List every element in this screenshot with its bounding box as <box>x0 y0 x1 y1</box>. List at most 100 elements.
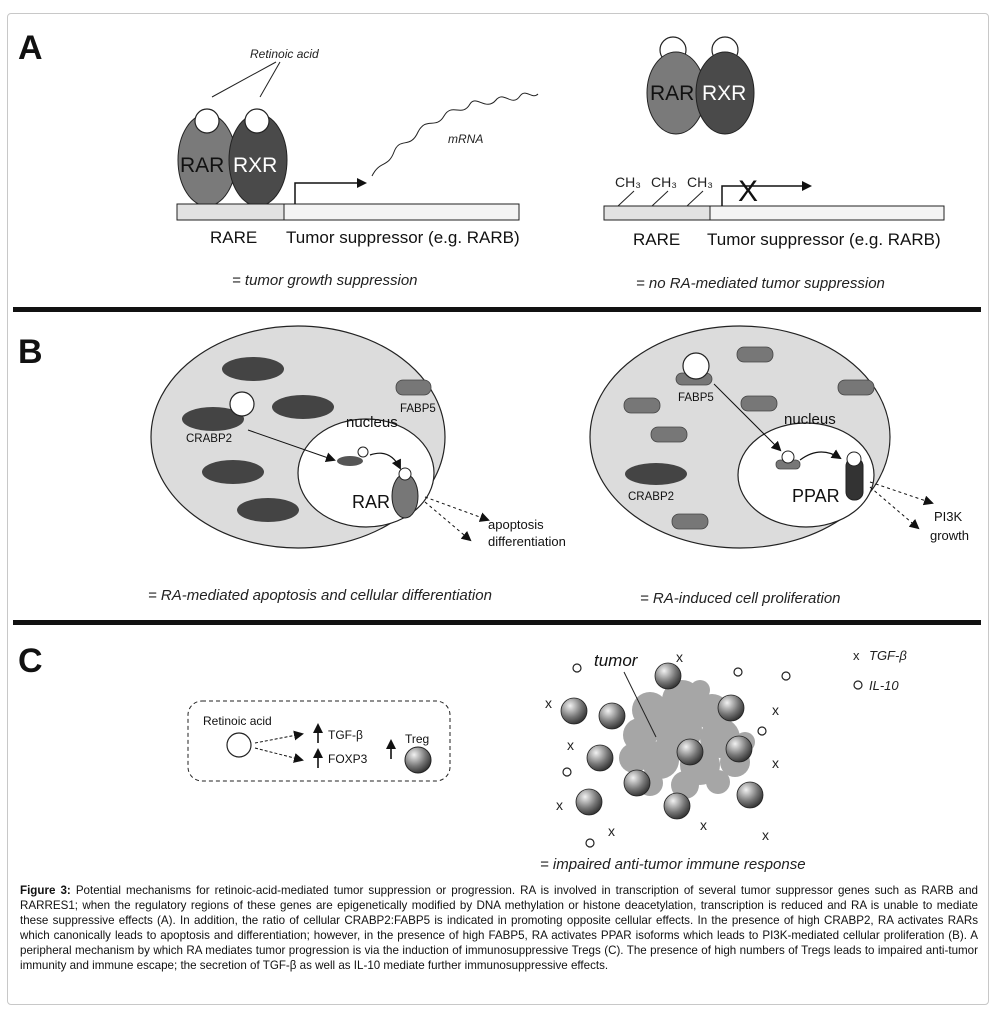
panel-divider <box>13 307 981 312</box>
tumor-suppressor-label: Tumor suppressor (e.g. RARB) <box>286 228 520 247</box>
legend-x-marker: x <box>853 648 860 663</box>
transcription-arrow <box>294 178 367 204</box>
treg-label: Treg <box>405 732 429 746</box>
treg-cell <box>404 746 432 774</box>
retinoic-acid-pointer <box>259 61 281 98</box>
methyl-group-label: CH₃ <box>687 174 713 190</box>
panel-c-result: = impaired anti-tumor immune response <box>540 856 806 873</box>
fabp5-protein <box>650 426 688 443</box>
fabp5-protein <box>736 346 774 363</box>
panel-c-letter: C <box>18 642 43 680</box>
fabp5-protein <box>837 379 875 396</box>
panel-a-right-result: = no RA-mediated tumor suppression <box>636 275 885 292</box>
fabp5-label: FABP5 <box>400 403 436 415</box>
svg-text:x: x <box>608 823 615 839</box>
crabp2-protein <box>182 407 244 431</box>
tgfb-marker-group: x x x x x x x x x <box>545 649 779 843</box>
svg-text:x: x <box>762 827 769 843</box>
rxr-label: RXR <box>233 154 277 177</box>
tumor-suppressor-gene <box>709 205 945 221</box>
rare-element <box>176 203 285 221</box>
methyl-bond <box>617 190 635 207</box>
methyl-bond <box>651 190 669 207</box>
growth-label: growth <box>930 528 969 543</box>
crabp2-label: CRABP2 <box>628 491 674 503</box>
legend-il10-marker <box>853 680 863 690</box>
transport-arrow <box>247 429 336 463</box>
crabp2-protein <box>272 395 334 419</box>
nucleus-label: nucleus <box>784 411 836 428</box>
panel-b-letter: B <box>18 333 43 371</box>
differentiation-label: differentiation <box>488 534 566 549</box>
rar-label: RAR <box>352 492 390 512</box>
transport-arrow <box>713 383 782 452</box>
panel-b-right-result: = RA-induced cell proliferation <box>640 590 841 607</box>
foxp3-label: FOXP3 <box>328 752 368 766</box>
apoptosis-label: apoptosis <box>488 517 544 532</box>
dashed-effect-arrow <box>869 481 934 506</box>
legend-il10-label: IL-10 <box>869 678 899 693</box>
methyl-group-label: CH₃ <box>615 174 641 190</box>
rar-label: RAR <box>650 82 694 105</box>
legend-tgfb-label: TGF-β <box>869 648 907 663</box>
svg-text:x: x <box>700 817 707 833</box>
svg-text:x: x <box>545 695 552 711</box>
tumor-label: tumor <box>594 651 639 670</box>
tumor-mass <box>619 680 755 799</box>
ppar-label: PPAR <box>792 486 840 506</box>
rar-receptor <box>391 473 419 519</box>
treg-cell-group <box>560 662 764 820</box>
mrna-label: mRNA <box>448 132 483 146</box>
svg-text:x: x <box>772 702 779 718</box>
il10-marker-group <box>562 663 791 848</box>
retinoic-acid-ligand <box>226 732 252 758</box>
rar-label: RAR <box>180 154 224 177</box>
retinoic-acid-ligand <box>357 446 369 458</box>
panel-a-left-result: = tumor growth suppression <box>232 272 418 289</box>
tumor-suppressor-label: Tumor suppressor (e.g. RARB) <box>707 230 941 249</box>
dashed-effect-arrow <box>254 747 304 763</box>
caption-label: Figure 3: <box>20 884 71 897</box>
retinoic-acid-label: Retinoic acid <box>250 47 319 61</box>
panel-divider <box>13 620 981 625</box>
retinoic-acid-ligand <box>244 108 270 134</box>
panel-a-letter: A <box>18 29 43 67</box>
dashed-effect-arrow <box>424 501 472 542</box>
rxr-label: RXR <box>702 82 746 105</box>
methyl-bond <box>686 190 704 207</box>
figure-caption: Figure 3: Potential mechanisms for retin… <box>20 883 978 973</box>
crabp2-protein <box>237 498 299 522</box>
dashed-effect-arrow <box>254 730 304 744</box>
retinoic-acid-ligand <box>398 467 412 481</box>
svg-text:x: x <box>556 797 563 813</box>
retinoic-acid-ligand <box>194 108 220 134</box>
mrna-strand <box>371 92 539 177</box>
blocked-transcription-arrow <box>721 181 812 206</box>
svg-text:x: x <box>567 737 574 753</box>
ligand-transfer-arrow <box>369 452 401 470</box>
dashed-effect-arrow <box>869 486 920 530</box>
methyl-group-label: CH₃ <box>651 174 677 190</box>
rare-label: RARE <box>210 228 257 247</box>
crabp2-in-nucleus <box>337 456 363 466</box>
dashed-effect-arrow <box>424 496 490 522</box>
rare-label: RARE <box>633 230 680 249</box>
crabp2-label: CRABP2 <box>186 433 232 445</box>
blocked-mark: X <box>738 175 758 208</box>
tumor-suppressor-gene <box>283 203 520 221</box>
retinoic-acid-ligand <box>682 352 710 380</box>
panel-b-left-result: = RA-mediated apoptosis and cellular dif… <box>148 587 492 604</box>
treg-induction-box <box>187 700 451 782</box>
fabp5-label: FABP5 <box>678 392 714 404</box>
fabp5-protein <box>740 395 778 412</box>
nucleus-label: nucleus <box>346 414 398 431</box>
svg-text:x: x <box>772 755 779 771</box>
pi3k-label: PI3K <box>934 509 963 524</box>
retinoic-acid-label: Retinoic acid <box>203 714 272 728</box>
ligand-transfer-arrow <box>799 449 842 461</box>
crabp2-protein <box>202 460 264 484</box>
tumor-pointer <box>623 671 657 738</box>
retinoic-acid-ligand <box>229 391 255 417</box>
svg-text:x: x <box>676 649 683 665</box>
